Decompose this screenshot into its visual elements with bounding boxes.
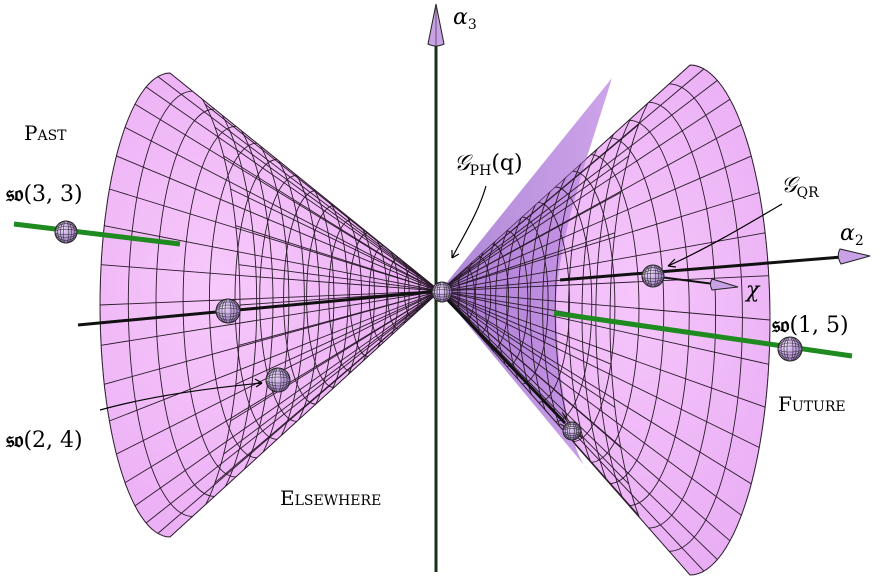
so15-label: 𝔰𝔬(1, 5)	[771, 312, 849, 338]
mesh-ring	[506, 201, 570, 403]
sphere-icon	[641, 264, 665, 288]
mesh-ring	[155, 108, 274, 497]
sphere-icon	[431, 281, 453, 303]
mesh-ring	[474, 243, 510, 351]
cone-arrowhead-icon	[837, 248, 871, 265]
sphere-icon	[54, 220, 78, 244]
spheres	[54, 220, 803, 441]
mesh-ruling	[109, 290, 440, 422]
mesh-ring	[208, 142, 305, 459]
sphere-icon	[777, 336, 803, 362]
sphere-icon	[562, 421, 582, 441]
past-label: Past	[24, 121, 67, 145]
mesh-ruling	[134, 290, 440, 507]
mesh-ruling	[440, 80, 718, 292]
past-cone	[99, 72, 441, 538]
mesh-ruling	[440, 290, 770, 321]
gqr-pointer	[667, 203, 783, 267]
annotation-arrows	[99, 185, 783, 411]
sphere-icon	[265, 367, 291, 393]
mesh-ruling	[109, 188, 440, 292]
mesh-ring	[465, 255, 492, 336]
elsewhere-label: Elsewhere	[280, 486, 381, 510]
mesh-ruling	[440, 290, 760, 448]
mesh-ring	[484, 230, 529, 367]
mesh-ruling	[440, 98, 731, 292]
alpha2-axis	[77, 248, 871, 327]
mesh-ruling	[440, 290, 742, 516]
so33-label: 𝔰𝔬(3, 3)	[5, 181, 83, 207]
mesh-ruling	[101, 290, 440, 346]
so33-line	[13, 221, 181, 247]
alpha2-label: α2	[840, 221, 864, 249]
mesh-ruling	[116, 155, 440, 292]
mesh-ruling	[134, 103, 440, 292]
future-label: Future	[778, 392, 846, 416]
sphere-icon	[215, 298, 241, 324]
cone-arrowhead-icon	[427, 3, 445, 47]
mesh-ruling	[100, 290, 440, 306]
mesh-ruling	[440, 275, 769, 292]
mesh-ring	[100, 73, 241, 537]
g-ph-label: 𝒢PH(q)	[454, 151, 523, 179]
mesh-ruling	[104, 225, 440, 292]
mesh-ruling	[440, 290, 752, 485]
gph-pointer	[451, 185, 487, 259]
so24-label: 𝔰𝔬(2, 4)	[5, 427, 83, 453]
mesh-ruling	[440, 290, 766, 408]
alpha3-label: α3	[453, 5, 477, 33]
so24-pointer	[99, 382, 263, 411]
mesh-ruling	[145, 290, 440, 524]
mesh-ruling	[440, 290, 769, 365]
mesh-ruling	[440, 232, 766, 292]
mesh-ruling	[101, 264, 440, 292]
mesh-ruling	[440, 68, 705, 292]
chi-label: χ	[744, 278, 761, 303]
mesh-ring	[127, 90, 258, 517]
mesh-ruling	[145, 86, 440, 292]
g-qr-label: 𝒢QR	[781, 173, 819, 201]
mesh-ruling	[440, 155, 752, 292]
mesh-ruling	[124, 126, 440, 292]
